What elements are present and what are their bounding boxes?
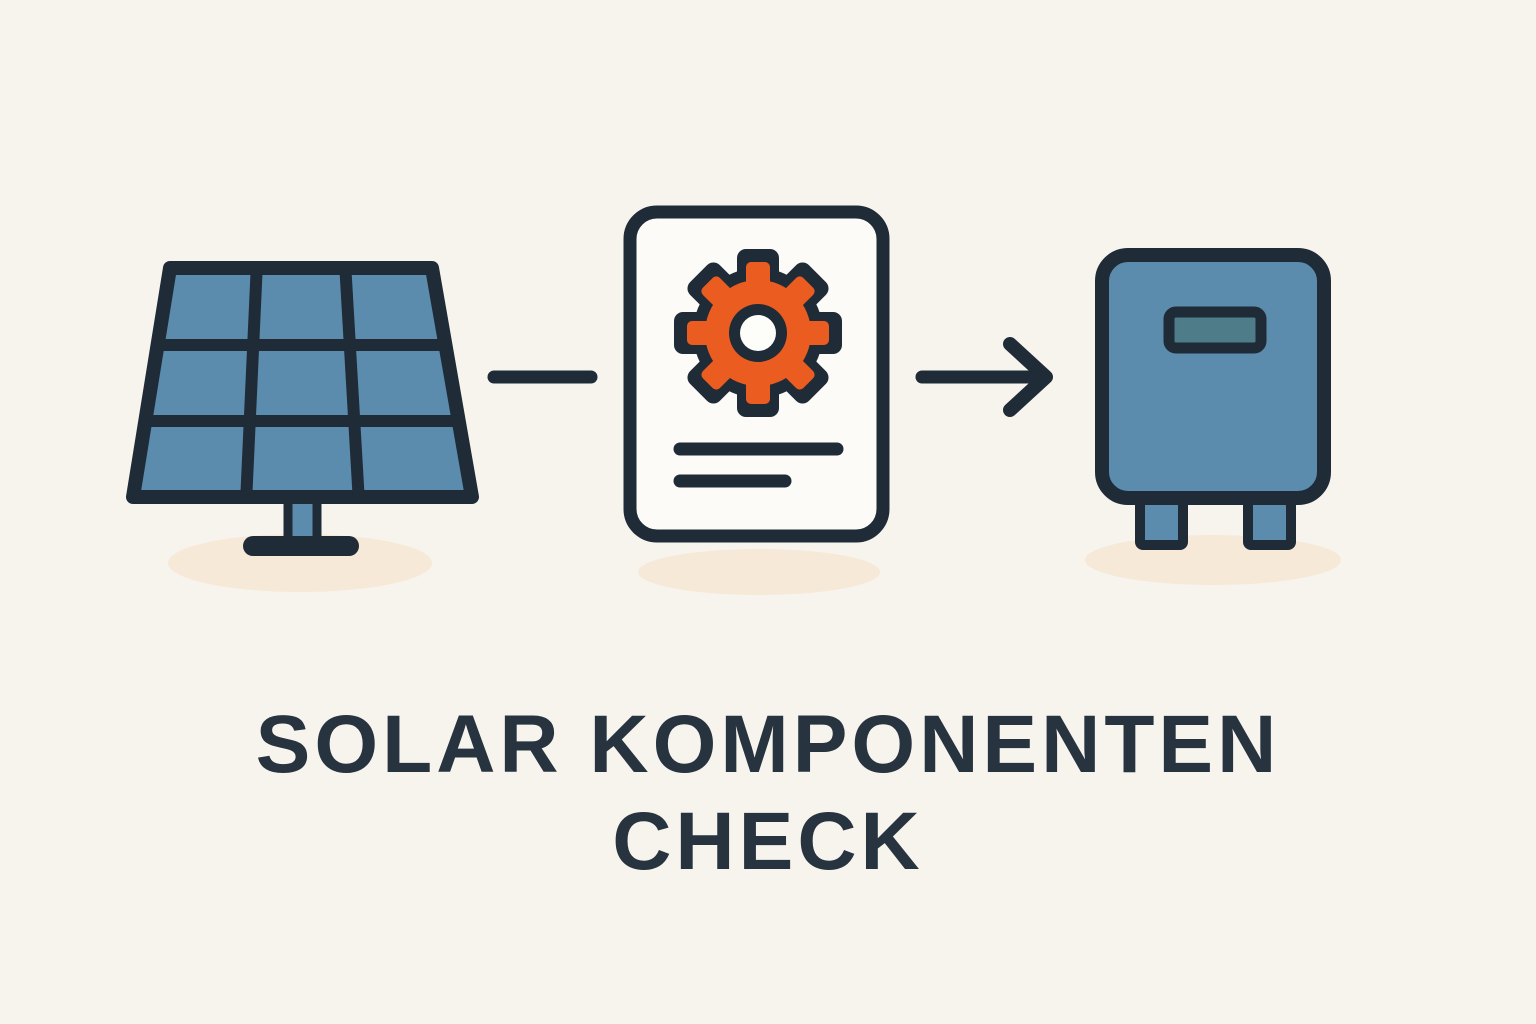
gear-icon [674, 249, 842, 417]
document-shadow-ellipse [638, 549, 880, 595]
inverter-body [1095, 248, 1331, 505]
title-line-1: SOLAR KOMPONENTEN [255, 699, 1281, 790]
page-title: SOLAR KOMPONENTEN CHECK [0, 696, 1536, 890]
panel-frame [126, 261, 479, 504]
title-line-2: CHECK [612, 796, 924, 887]
panel-shadow-ellipse [168, 534, 432, 592]
arrow-right-icon [915, 337, 1053, 417]
gear-hub-hole [740, 315, 776, 351]
inverter-display-icon [1163, 306, 1267, 354]
panel-base [243, 536, 359, 556]
inverter-icon [1085, 248, 1341, 585]
solar-panel-icon [126, 261, 479, 592]
document-text-lines [673, 442, 844, 488]
document-icon [623, 205, 890, 595]
inverter-shadow-ellipse [1085, 535, 1341, 585]
panel-grid [138, 268, 464, 497]
